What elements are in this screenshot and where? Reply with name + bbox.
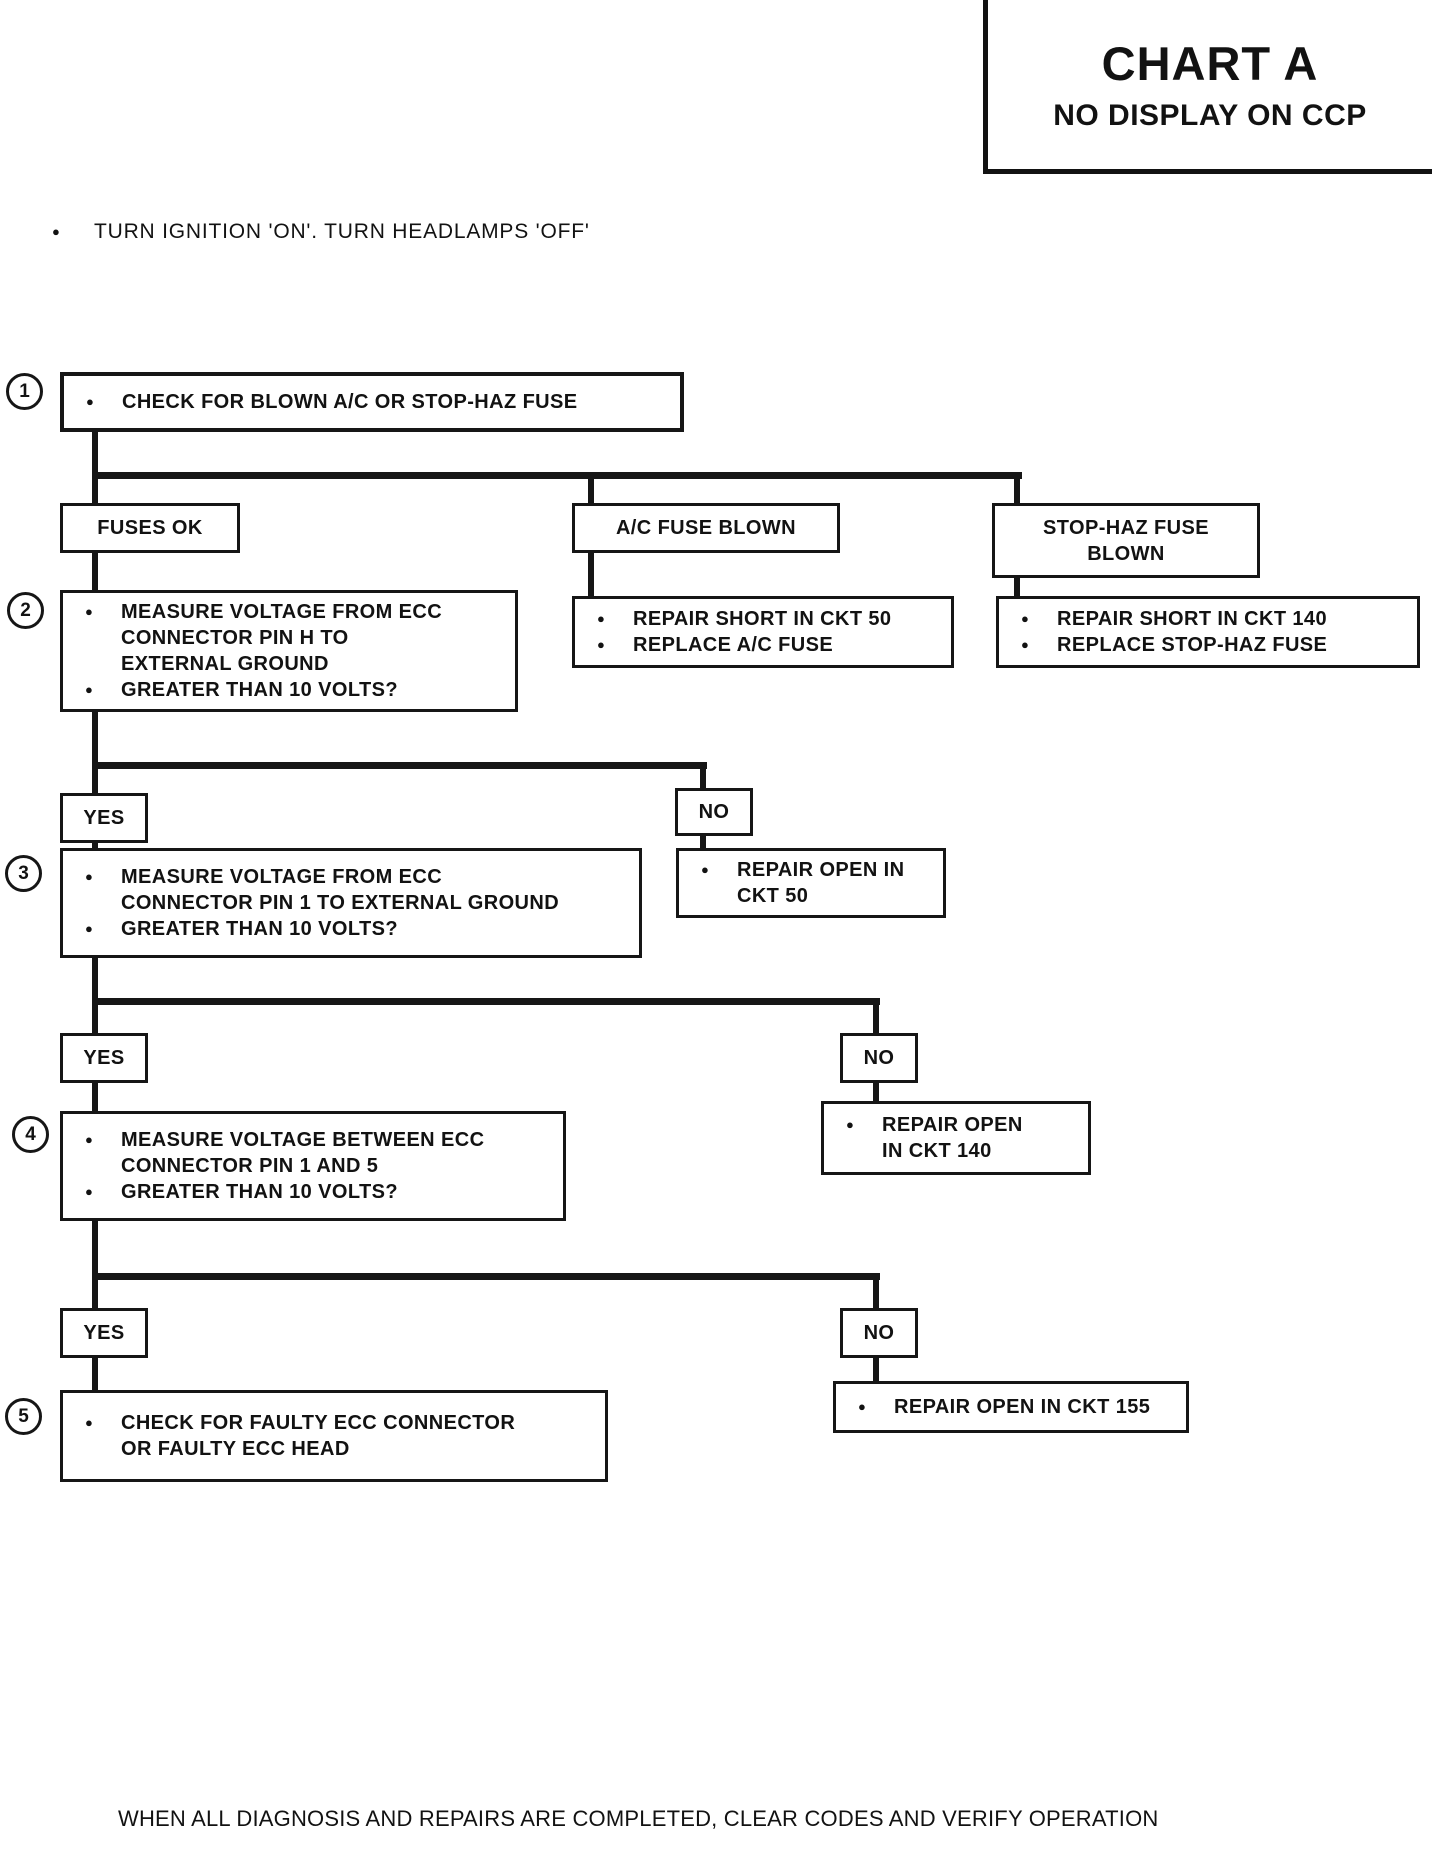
connector-line [92, 958, 98, 1003]
step-text: MEASURE VOLTAGE FROM ECC CONNECTOR PIN 1… [121, 866, 560, 914]
step-text: MEASURE VOLTAGE FROM ECC CONNECTOR PIN H… [121, 601, 443, 675]
connector-line [92, 553, 98, 590]
action-text: REPAIR SHORT IN CKT 140 [1057, 608, 1327, 630]
footer-note: WHEN ALL DIAGNOSIS AND REPAIRS ARE COMPL… [118, 1806, 1159, 1831]
action-box-repair-ckt155: ● REPAIR OPEN IN CKT 155 [833, 1381, 1189, 1433]
action-box-ac-repair: ● REPAIR SHORT IN CKT 50 ● REPLACE A/C F… [572, 596, 954, 668]
connector-line [700, 762, 706, 788]
connector-line [873, 998, 879, 1033]
bullet-icon: ● [52, 224, 60, 239]
action-text: REPLACE A/C FUSE [633, 634, 834, 656]
action-text: REPAIR OPEN IN CKT 140 [882, 1114, 1023, 1162]
bullet-icon: ● [846, 1117, 854, 1132]
action-box-repair-ckt140: ● REPAIR OPEN IN CKT 140 [821, 1101, 1091, 1175]
step-box-measure-pin-1-and-5: ● MEASURE VOLTAGE BETWEEN ECC CONNECTOR … [60, 1111, 566, 1221]
action-text: REPAIR SHORT IN CKT 50 [633, 608, 892, 630]
bullet-icon: ● [85, 1184, 93, 1199]
step-box-measure-pin-1: ● MEASURE VOLTAGE FROM ECC CONNECTOR PIN… [60, 848, 642, 958]
step-text: GREATER THAN 10 VOLTS? [121, 1181, 398, 1203]
connector-line [873, 1273, 879, 1308]
step-box-measure-pin-h: ● MEASURE VOLTAGE FROM ECC CONNECTOR PIN… [60, 590, 518, 712]
bullet-icon: ● [1021, 637, 1029, 652]
bullet-icon: ● [85, 869, 93, 884]
decision-box-yes-3: YES [60, 1308, 148, 1358]
connector-line [92, 1083, 98, 1111]
bullet-icon: ● [701, 862, 709, 877]
connector-line [873, 1358, 879, 1381]
step-text: CHECK FOR BLOWN A/C OR STOP-HAZ FUSE [122, 391, 578, 413]
decision-box-no-1: NO [675, 788, 753, 836]
connector-line [92, 1358, 98, 1390]
branch-box-stophaz-blown: STOP-HAZ FUSE BLOWN [992, 503, 1260, 578]
step-box-check-fuses: ● CHECK FOR BLOWN A/C OR STOP-HAZ FUSE [60, 372, 684, 432]
connector-line [92, 762, 98, 793]
bullet-icon: ● [85, 682, 93, 697]
step-number-badge-2: 2 [7, 592, 44, 629]
step-text: MEASURE VOLTAGE BETWEEN ECC CONNECTOR PI… [121, 1129, 485, 1177]
step-number-badge-3: 3 [5, 855, 42, 892]
bullet-icon: ● [85, 604, 93, 619]
bullet-icon: ● [858, 1399, 866, 1414]
connector-line [92, 430, 98, 478]
decision-box-no-3: NO [840, 1308, 918, 1358]
step-number-badge-1: 1 [6, 373, 43, 410]
page-title: CHART A [1101, 37, 1319, 90]
connector-line [92, 1273, 98, 1308]
connector-line [92, 998, 98, 1033]
step-text: GREATER THAN 10 VOLTS? [121, 679, 398, 701]
connector-line [92, 762, 707, 769]
step-box-check-ecc-connector: ● CHECK FOR FAULTY ECC CONNECTOR OR FAUL… [60, 1390, 608, 1482]
connector-line [700, 836, 706, 848]
connector-line [873, 1083, 879, 1101]
precondition-line: ● TURN IGNITION 'ON'. TURN HEADLAMPS 'OF… [52, 220, 590, 244]
bullet-icon: ● [85, 921, 93, 936]
precondition-text: TURN IGNITION 'ON'. TURN HEADLAMPS 'OFF' [94, 220, 590, 243]
action-text: REPLACE STOP-HAZ FUSE [1057, 634, 1328, 656]
action-box-stophaz-repair: ● REPAIR SHORT IN CKT 140 ● REPLACE STOP… [996, 596, 1420, 668]
action-text: REPAIR OPEN IN CKT 50 [737, 859, 905, 907]
decision-box-yes-2: YES [60, 1033, 148, 1083]
branch-box-ac-fuse-blown: A/C FUSE BLOWN [572, 503, 840, 553]
connector-line [588, 553, 594, 596]
connector-line [92, 472, 1022, 479]
connector-line [1014, 472, 1020, 505]
connector-line [1014, 578, 1020, 596]
connector-line [92, 998, 880, 1005]
bullet-icon: ● [597, 637, 605, 652]
step-text: CHECK FOR FAULTY ECC CONNECTOR OR FAULTY… [121, 1412, 516, 1460]
bullet-icon: ● [85, 1415, 93, 1430]
bullet-icon: ● [597, 611, 605, 626]
connector-line [92, 1221, 98, 1278]
branch-box-fuses-ok: FUSES OK [60, 503, 240, 553]
step-number-badge-5: 5 [5, 1398, 42, 1435]
connector-line [92, 472, 98, 505]
page-subtitle: NO DISPLAY ON CCP [1053, 99, 1367, 132]
connector-line [588, 472, 594, 505]
connector-line [92, 1273, 880, 1280]
step-text: GREATER THAN 10 VOLTS? [121, 918, 398, 940]
action-box-repair-ckt50: ● REPAIR OPEN IN CKT 50 [676, 848, 946, 918]
title-block: CHART A NO DISPLAY ON CCP [983, 0, 1432, 174]
bullet-icon: ● [86, 394, 94, 409]
connector-line [92, 712, 98, 769]
action-text: REPAIR OPEN IN CKT 155 [894, 1396, 1151, 1418]
connector-line [92, 843, 98, 848]
bullet-icon: ● [85, 1132, 93, 1147]
decision-box-no-2: NO [840, 1033, 918, 1083]
decision-box-yes-1: YES [60, 793, 148, 843]
bullet-icon: ● [1021, 611, 1029, 626]
step-number-badge-4: 4 [12, 1116, 49, 1153]
